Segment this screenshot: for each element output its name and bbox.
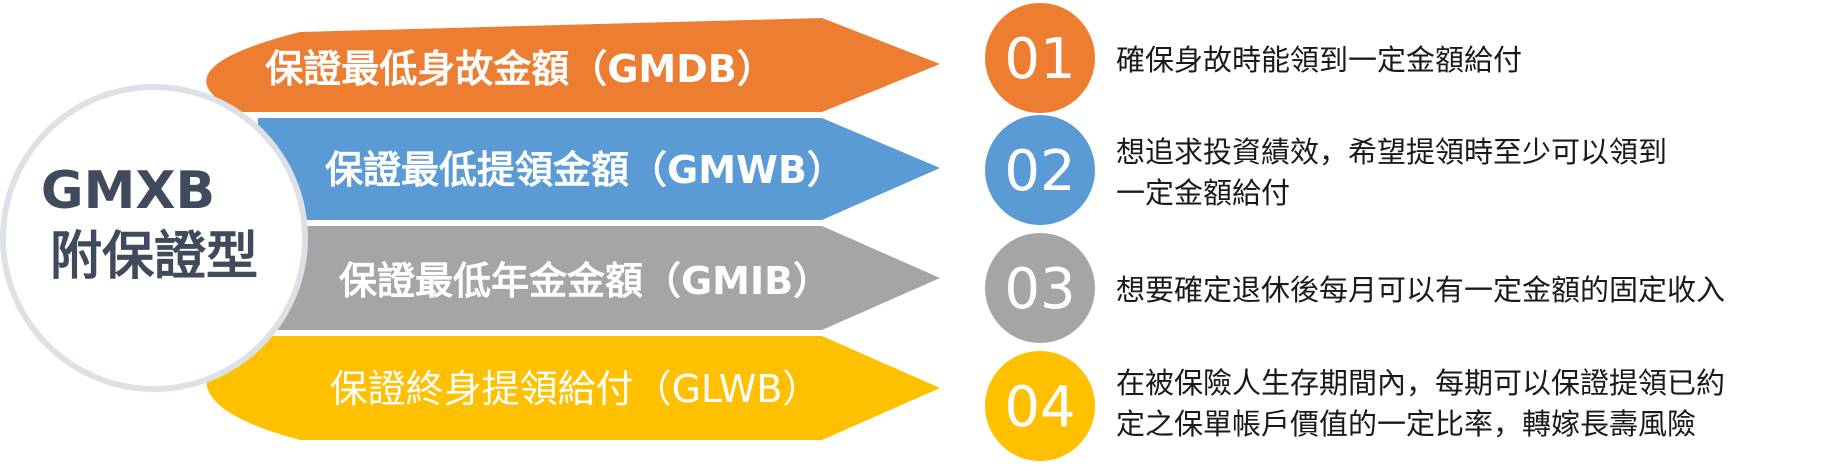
badge-04 [985,351,1095,461]
badge-01-number: 01 [1004,27,1075,92]
description-02-line1: 想追求投資績效，希望提領時至少可以領到 [1116,135,1667,169]
description-03-line1: 想要確定退休後每月可以有一定金額的固定收入 [1116,273,1725,307]
band-glwb [206,336,940,440]
band-gmwb-label: 保證最低提領金額（GMWB） [325,148,845,192]
band-glwb-label: 保證終身提領給付（GLWB） [330,367,821,411]
badge-02 [985,115,1095,225]
badge-01 [985,3,1095,113]
description-04-line1: 在被保險人生存期間內，每期可以保證提領已約 [1116,366,1725,400]
badge-03 [985,233,1095,343]
band-gmib [258,226,940,330]
center-circle [6,90,302,386]
band-gmib-label: 保證最低年金金額（GMIB） [339,259,831,303]
badge-02-number: 02 [1004,139,1075,204]
band-gmdb-label: 保證最低身故金額（GMDB） [265,47,775,91]
badge-04-number: 04 [1004,375,1075,440]
center-title-gmxb: GMXB [41,161,215,221]
band-gmwb [258,118,940,220]
description-01-line1: 確保身故時能領到一定金額給付 [1116,43,1522,77]
badge-03-number: 03 [1004,257,1075,322]
band-gmdb [206,18,940,112]
center-title-type: 附保證型 [50,227,258,287]
description-02-line2: 一定金額給付 [1116,176,1290,210]
description-04-line2: 定之保單帳戶價值的一定比率，轉嫁長壽風險 [1116,407,1696,441]
